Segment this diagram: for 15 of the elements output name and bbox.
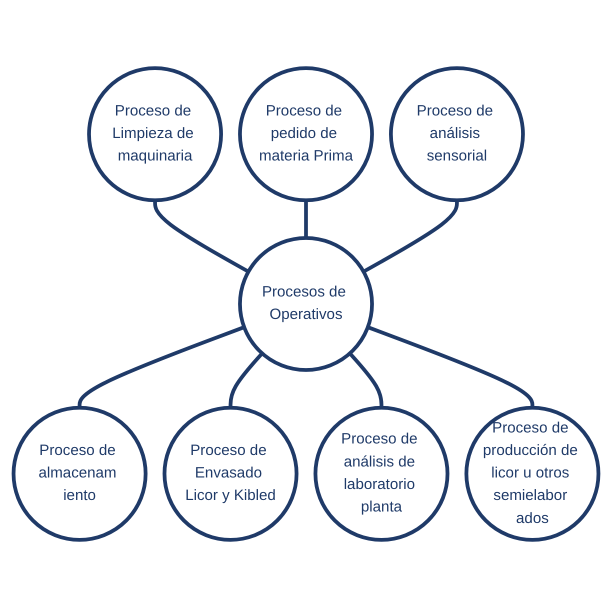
node-circle: Procesos de Operativos [238, 236, 374, 372]
connector [77, 324, 244, 408]
connector [362, 200, 458, 273]
node-circle: Proceso de producción de licor u otros semielabor ados [464, 405, 600, 542]
node-circle: Proceso de análisis sensorial [388, 66, 524, 202]
connector [152, 200, 249, 273]
connector [348, 352, 383, 408]
connector [228, 352, 264, 408]
node-circle: Proceso de almacenam iento [11, 405, 148, 542]
node-circle: Proceso de análisis de laboratorio planta [313, 405, 449, 542]
node-circle: Proceso de Envasado Licor y Kibled [162, 405, 298, 542]
connector [366, 324, 534, 408]
node-circle: Proceso de pedido de materia Prima [238, 66, 374, 202]
connector [304, 200, 308, 238]
node-circle: Proceso de Limpieza de maquinaria [86, 66, 222, 202]
